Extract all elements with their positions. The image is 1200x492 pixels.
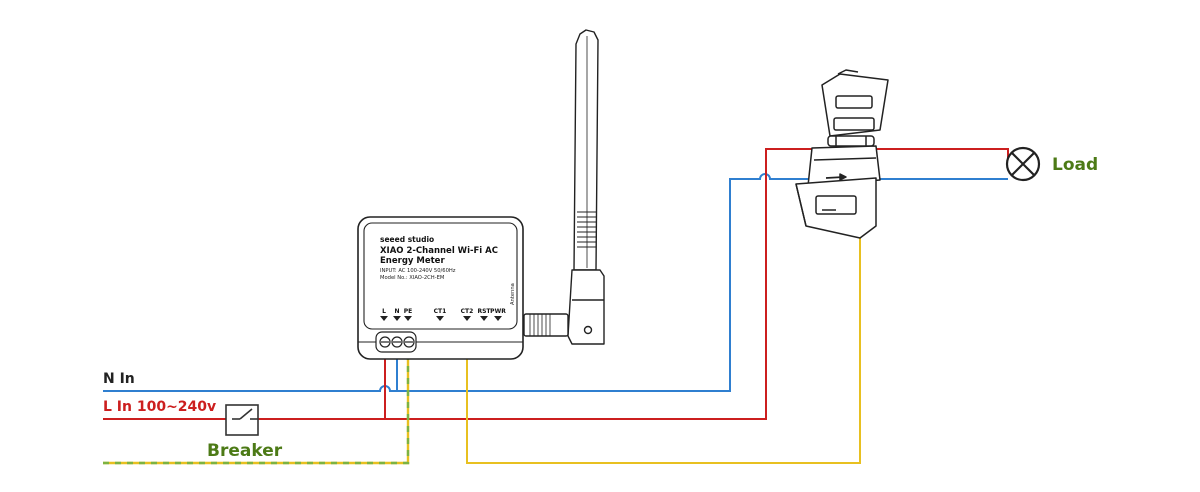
- device-brand: seeed studio: [380, 235, 434, 244]
- antenna-label: Antenna: [510, 283, 516, 305]
- device-model: Model No.: XIAO-2CH-EM: [380, 275, 444, 281]
- ct-clamp-icon: [795, 69, 889, 239]
- load-lamp-icon: [1005, 146, 1041, 182]
- antenna-icon: [523, 29, 605, 345]
- breaker-switch: [225, 404, 259, 436]
- label-load: Load: [1052, 155, 1098, 175]
- neutral-wire: [103, 173, 810, 392]
- terminal-block: [375, 331, 417, 353]
- label-n-in: N In: [103, 371, 135, 387]
- terminal-label-n: N: [394, 308, 399, 315]
- label-l-in: L In 100~240v: [103, 399, 216, 415]
- terminal-arrows: [380, 316, 502, 321]
- terminal-label-pwr: PWR: [490, 308, 506, 315]
- label-breaker: Breaker: [207, 441, 283, 461]
- terminal-label-l: L: [382, 308, 386, 315]
- ct-wire: [466, 238, 861, 464]
- device-title-line1: XIAO 2-Channel Wi-Fi AC: [380, 246, 498, 256]
- terminal-label-ct1: CT1: [434, 308, 447, 315]
- energy-meter-device: seeed studio XIAO 2-Channel Wi-Fi AC Ene…: [357, 216, 524, 360]
- earth-wire-stripe: [103, 356, 410, 465]
- terminal-label-rst: RST: [477, 308, 491, 315]
- device-title-line2: Energy Meter: [380, 256, 445, 266]
- live-wire: [258, 148, 1009, 420]
- terminal-label-pe: PE: [404, 308, 413, 315]
- terminal-label-ct2: CT2: [461, 308, 474, 315]
- device-input-spec: INPUT: AC 100-240V 50/60Hz: [380, 268, 456, 274]
